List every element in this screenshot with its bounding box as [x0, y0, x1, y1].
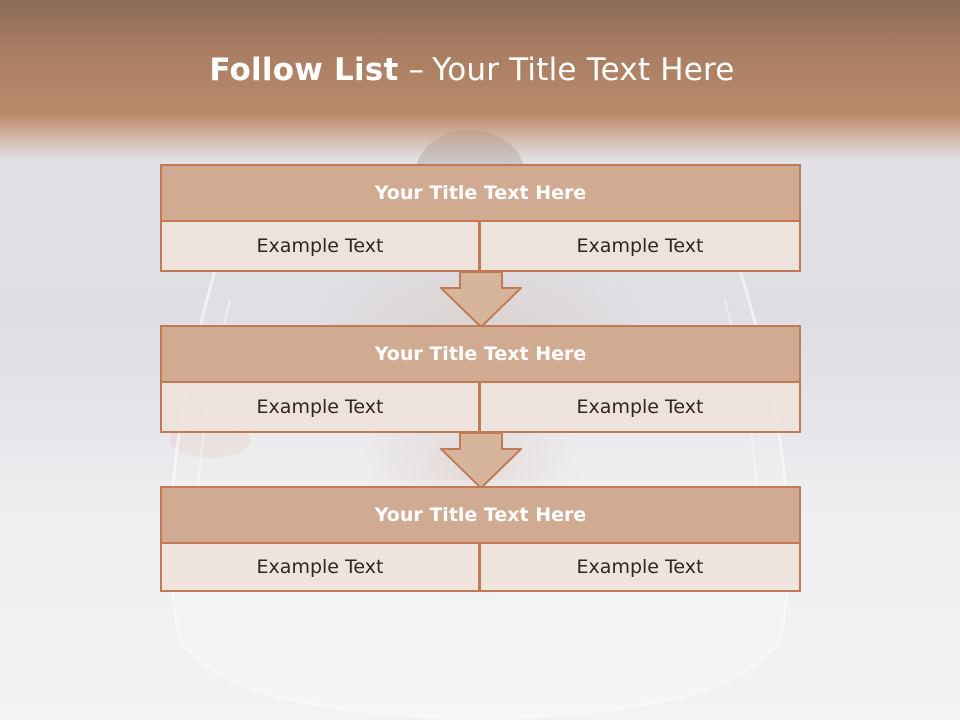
block-cell-right: Example Text [479, 381, 801, 433]
list-block-2: Your Title Text Here Example Text Exampl… [160, 325, 801, 433]
down-arrow-icon [440, 432, 522, 489]
block-cell-right: Example Text [479, 542, 801, 592]
title-separator: – [408, 52, 425, 88]
slide-title: Follow List–Your Title Text Here [0, 52, 944, 88]
block-title: Your Title Text Here [160, 164, 801, 222]
block-title: Your Title Text Here [160, 325, 801, 383]
down-arrow-icon [440, 271, 522, 328]
list-block-1: Your Title Text Here Example Text Exampl… [160, 164, 801, 272]
block-cell-left: Example Text [160, 220, 480, 272]
list-block-3: Your Title Text Here Example Text Exampl… [160, 486, 801, 592]
header-band [0, 0, 960, 160]
block-cell-left: Example Text [160, 542, 480, 592]
block-cell-right: Example Text [479, 220, 801, 272]
title-bold-part: Follow List [209, 52, 399, 88]
title-rest-part: Your Title Text Here [432, 52, 735, 88]
block-cell-left: Example Text [160, 381, 480, 433]
block-title: Your Title Text Here [160, 486, 801, 544]
